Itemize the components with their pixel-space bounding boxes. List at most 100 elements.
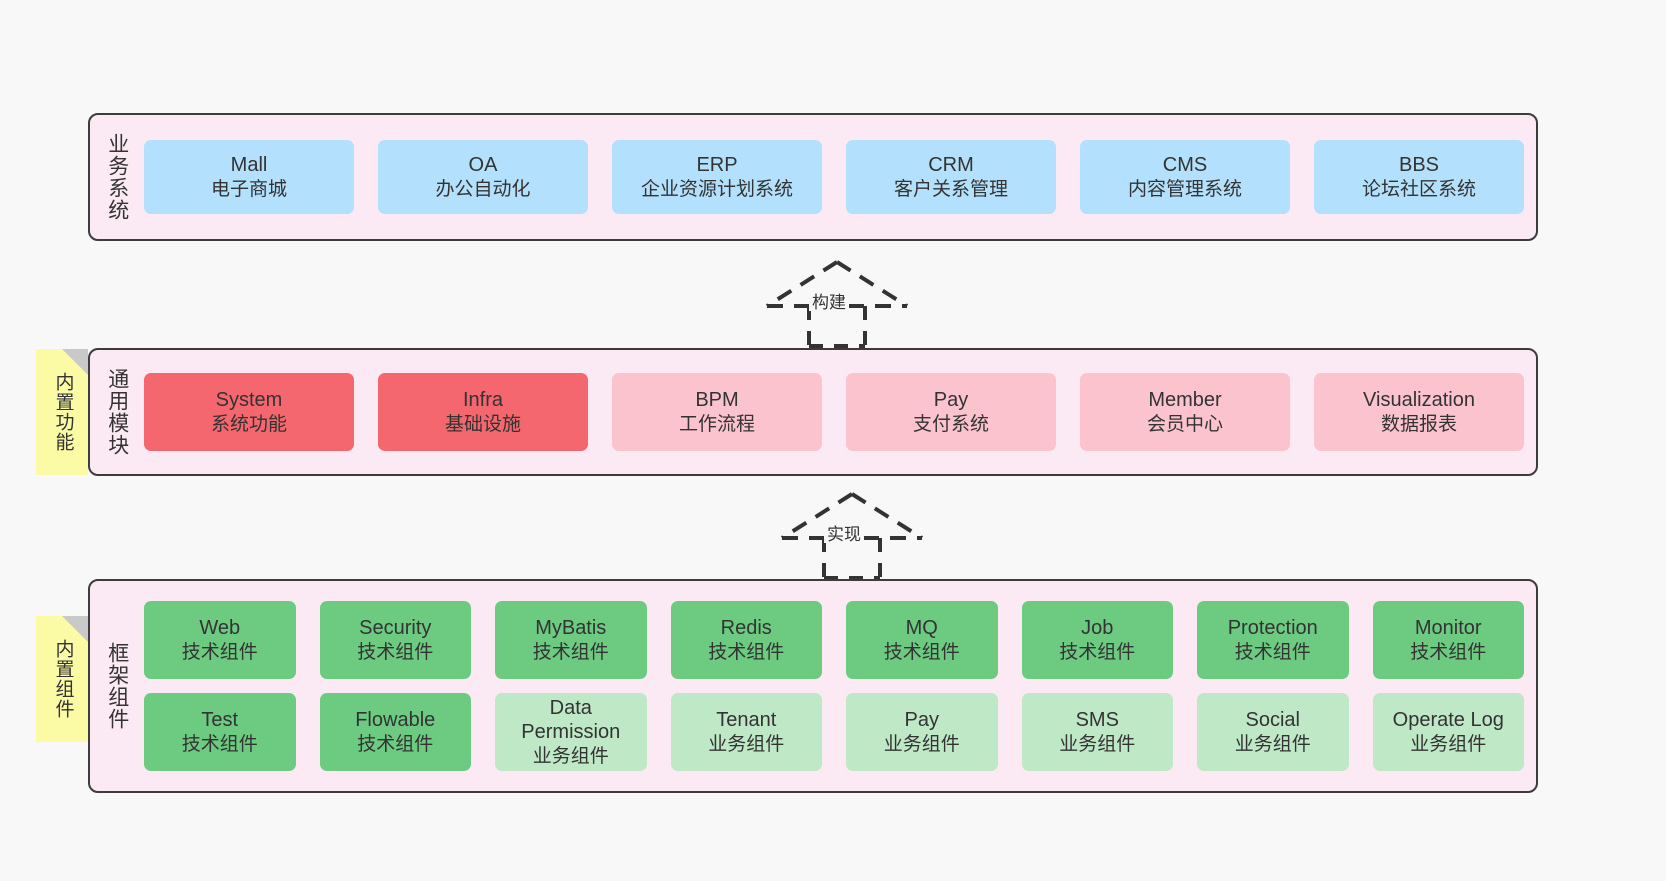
card-title-cn: 业务组件 bbox=[708, 733, 785, 755]
card-title-en: CRM bbox=[928, 154, 974, 177]
card-title-cn: 内容管理系统 bbox=[1127, 178, 1242, 200]
card-title-cn: 技术组件 bbox=[708, 641, 785, 663]
card-title-cn: 论坛社区系统 bbox=[1361, 178, 1476, 200]
card-title-cn: 办公自动化 bbox=[435, 178, 531, 200]
card-title-en: OA bbox=[468, 154, 498, 177]
note-label: 内置组件 bbox=[52, 639, 74, 719]
card-crm[interactable]: CRM 客户关系管理 bbox=[846, 140, 1056, 214]
card-operate-log[interactable]: Operate Log 业务组件 bbox=[1372, 693, 1524, 771]
card-title-cn: 系统功能 bbox=[210, 413, 287, 435]
card-social[interactable]: Social 业务组件 bbox=[1197, 693, 1349, 771]
card-title-en: Member bbox=[1148, 389, 1222, 412]
layer-title-modules: 通用模块 bbox=[105, 368, 129, 456]
card-job[interactable]: Job 技术组件 bbox=[1021, 601, 1173, 679]
card-bpm[interactable]: BPM 工作流程 bbox=[612, 373, 822, 451]
connector-build: 构建 bbox=[747, 258, 927, 348]
card-title-en: Pay bbox=[933, 389, 969, 412]
card-title-cn: 技术组件 bbox=[1410, 641, 1487, 663]
card-title-en: Mall bbox=[230, 154, 268, 177]
card-test[interactable]: Test 技术组件 bbox=[144, 693, 296, 771]
layer-title-business: 业务系统 bbox=[105, 133, 129, 221]
card-title-cn: 技术组件 bbox=[181, 733, 258, 755]
card-mall[interactable]: Mall 电子商城 bbox=[144, 140, 354, 214]
card-title-en: Protection bbox=[1227, 617, 1318, 640]
card-title-cn: 业务组件 bbox=[532, 745, 609, 767]
card-security[interactable]: Security 技术组件 bbox=[319, 601, 471, 679]
card-monitor[interactable]: Monitor 技术组件 bbox=[1372, 601, 1524, 679]
card-title-en: BPM bbox=[695, 389, 739, 412]
connector-implement: 实现 bbox=[762, 490, 942, 580]
card-sms[interactable]: SMS 业务组件 bbox=[1021, 693, 1173, 771]
card-title-cn: 工作流程 bbox=[678, 413, 755, 435]
note-fold-corner-icon bbox=[62, 616, 88, 642]
card-title-en: Operate Log bbox=[1392, 709, 1504, 732]
card-redis[interactable]: Redis 技术组件 bbox=[670, 601, 822, 679]
card-tenant[interactable]: Tenant 业务组件 bbox=[670, 693, 822, 771]
card-title-en: CMS bbox=[1162, 154, 1208, 177]
card-title-en: Pay bbox=[904, 709, 939, 732]
card-title-en: System bbox=[215, 389, 283, 412]
card-cms[interactable]: CMS 内容管理系统 bbox=[1080, 140, 1290, 214]
card-system[interactable]: System 系统功能 bbox=[144, 373, 354, 451]
card-pay-module[interactable]: Pay 支付系统 bbox=[846, 373, 1056, 451]
card-title-cn: 技术组件 bbox=[1059, 641, 1136, 663]
card-mybatis[interactable]: MyBatis 技术组件 bbox=[495, 601, 647, 679]
card-title-cn: 业务组件 bbox=[1410, 733, 1487, 755]
card-protection[interactable]: Protection 技术组件 bbox=[1197, 601, 1349, 679]
layer-body-business: Mall 电子商城 OA 办公自动化 ERP 企业资源计划系统 CRM 客户关系… bbox=[144, 115, 1536, 239]
card-oa[interactable]: OA 办公自动化 bbox=[378, 140, 588, 214]
card-title-en: MyBatis bbox=[535, 617, 607, 640]
connector-label-implement: 实现 bbox=[824, 526, 864, 543]
card-title-en: Security bbox=[359, 617, 432, 640]
card-title-en: Infra bbox=[462, 389, 504, 412]
card-title-cn: 业务组件 bbox=[1059, 733, 1136, 755]
card-row: System 系统功能 Infra 基础设施 BPM 工作流程 Pay 支付系统… bbox=[144, 373, 1524, 451]
card-row: Web 技术组件 Security 技术组件 MyBatis 技术组件 Redi… bbox=[144, 601, 1524, 679]
card-title-cn: 企业资源计划系统 bbox=[640, 178, 793, 200]
note-builtin-components: 内置组件 bbox=[36, 616, 88, 742]
card-infra[interactable]: Infra 基础设施 bbox=[378, 373, 588, 451]
card-row: Mall 电子商城 OA 办公自动化 ERP 企业资源计划系统 CRM 客户关系… bbox=[144, 140, 1524, 214]
card-member[interactable]: Member 会员中心 bbox=[1080, 373, 1290, 451]
card-bbs[interactable]: BBS 论坛社区系统 bbox=[1314, 140, 1524, 214]
card-title-en: MQ bbox=[905, 617, 938, 640]
connector-label-build: 构建 bbox=[809, 294, 849, 311]
card-title-cn: 会员中心 bbox=[1146, 413, 1223, 435]
card-erp[interactable]: ERP 企业资源计划系统 bbox=[612, 140, 822, 214]
card-title-en: Flowable bbox=[355, 709, 436, 732]
card-title-cn: 电子商城 bbox=[210, 178, 287, 200]
card-visualization[interactable]: Visualization 数据报表 bbox=[1314, 373, 1524, 451]
card-pay-component[interactable]: Pay 业务组件 bbox=[846, 693, 998, 771]
card-title-en: Web bbox=[199, 617, 241, 640]
card-title-en: Redis bbox=[720, 617, 772, 640]
card-title-cn: 支付系统 bbox=[912, 413, 989, 435]
card-title-cn: 技术组件 bbox=[1234, 641, 1311, 663]
card-title-cn: 客户关系管理 bbox=[893, 178, 1008, 200]
card-title-cn: 业务组件 bbox=[883, 733, 960, 755]
card-title-cn: 技术组件 bbox=[357, 733, 434, 755]
card-title-en: Tenant bbox=[716, 709, 777, 732]
note-fold-corner-icon bbox=[62, 349, 88, 375]
card-web[interactable]: Web 技术组件 bbox=[144, 601, 296, 679]
card-title-en: SMS bbox=[1075, 709, 1119, 732]
card-title-en: Visualization bbox=[1363, 389, 1475, 412]
card-title-cn: 数据报表 bbox=[1380, 413, 1457, 435]
layer-title-framework: 框架组件 bbox=[105, 642, 129, 730]
note-builtin-functions: 内置功能 bbox=[36, 349, 88, 475]
card-title-cn: 业务组件 bbox=[1234, 733, 1311, 755]
layer-business-systems: 业务系统 Mall 电子商城 OA 办公自动化 ERP 企业资源计划系统 CRM… bbox=[88, 113, 1538, 241]
card-title-cn: 技术组件 bbox=[532, 641, 609, 663]
card-title-cn: 技术组件 bbox=[357, 641, 434, 663]
card-row: Test 技术组件 Flowable 技术组件 Data Permission … bbox=[144, 693, 1524, 771]
card-title-en: Data Permission bbox=[521, 697, 621, 744]
card-title-cn: 技术组件 bbox=[883, 641, 960, 663]
card-data-permission[interactable]: Data Permission 业务组件 bbox=[495, 693, 647, 771]
card-flowable[interactable]: Flowable 技术组件 bbox=[319, 693, 471, 771]
card-title-en: Monitor bbox=[1414, 617, 1482, 640]
layer-common-modules: 通用模块 System 系统功能 Infra 基础设施 BPM 工作流程 Pay… bbox=[88, 348, 1538, 476]
card-title-en: Test bbox=[201, 709, 239, 732]
card-mq[interactable]: MQ 技术组件 bbox=[846, 601, 998, 679]
note-label: 内置功能 bbox=[52, 372, 74, 452]
layer-body-framework: Web 技术组件 Security 技术组件 MyBatis 技术组件 Redi… bbox=[144, 581, 1536, 791]
